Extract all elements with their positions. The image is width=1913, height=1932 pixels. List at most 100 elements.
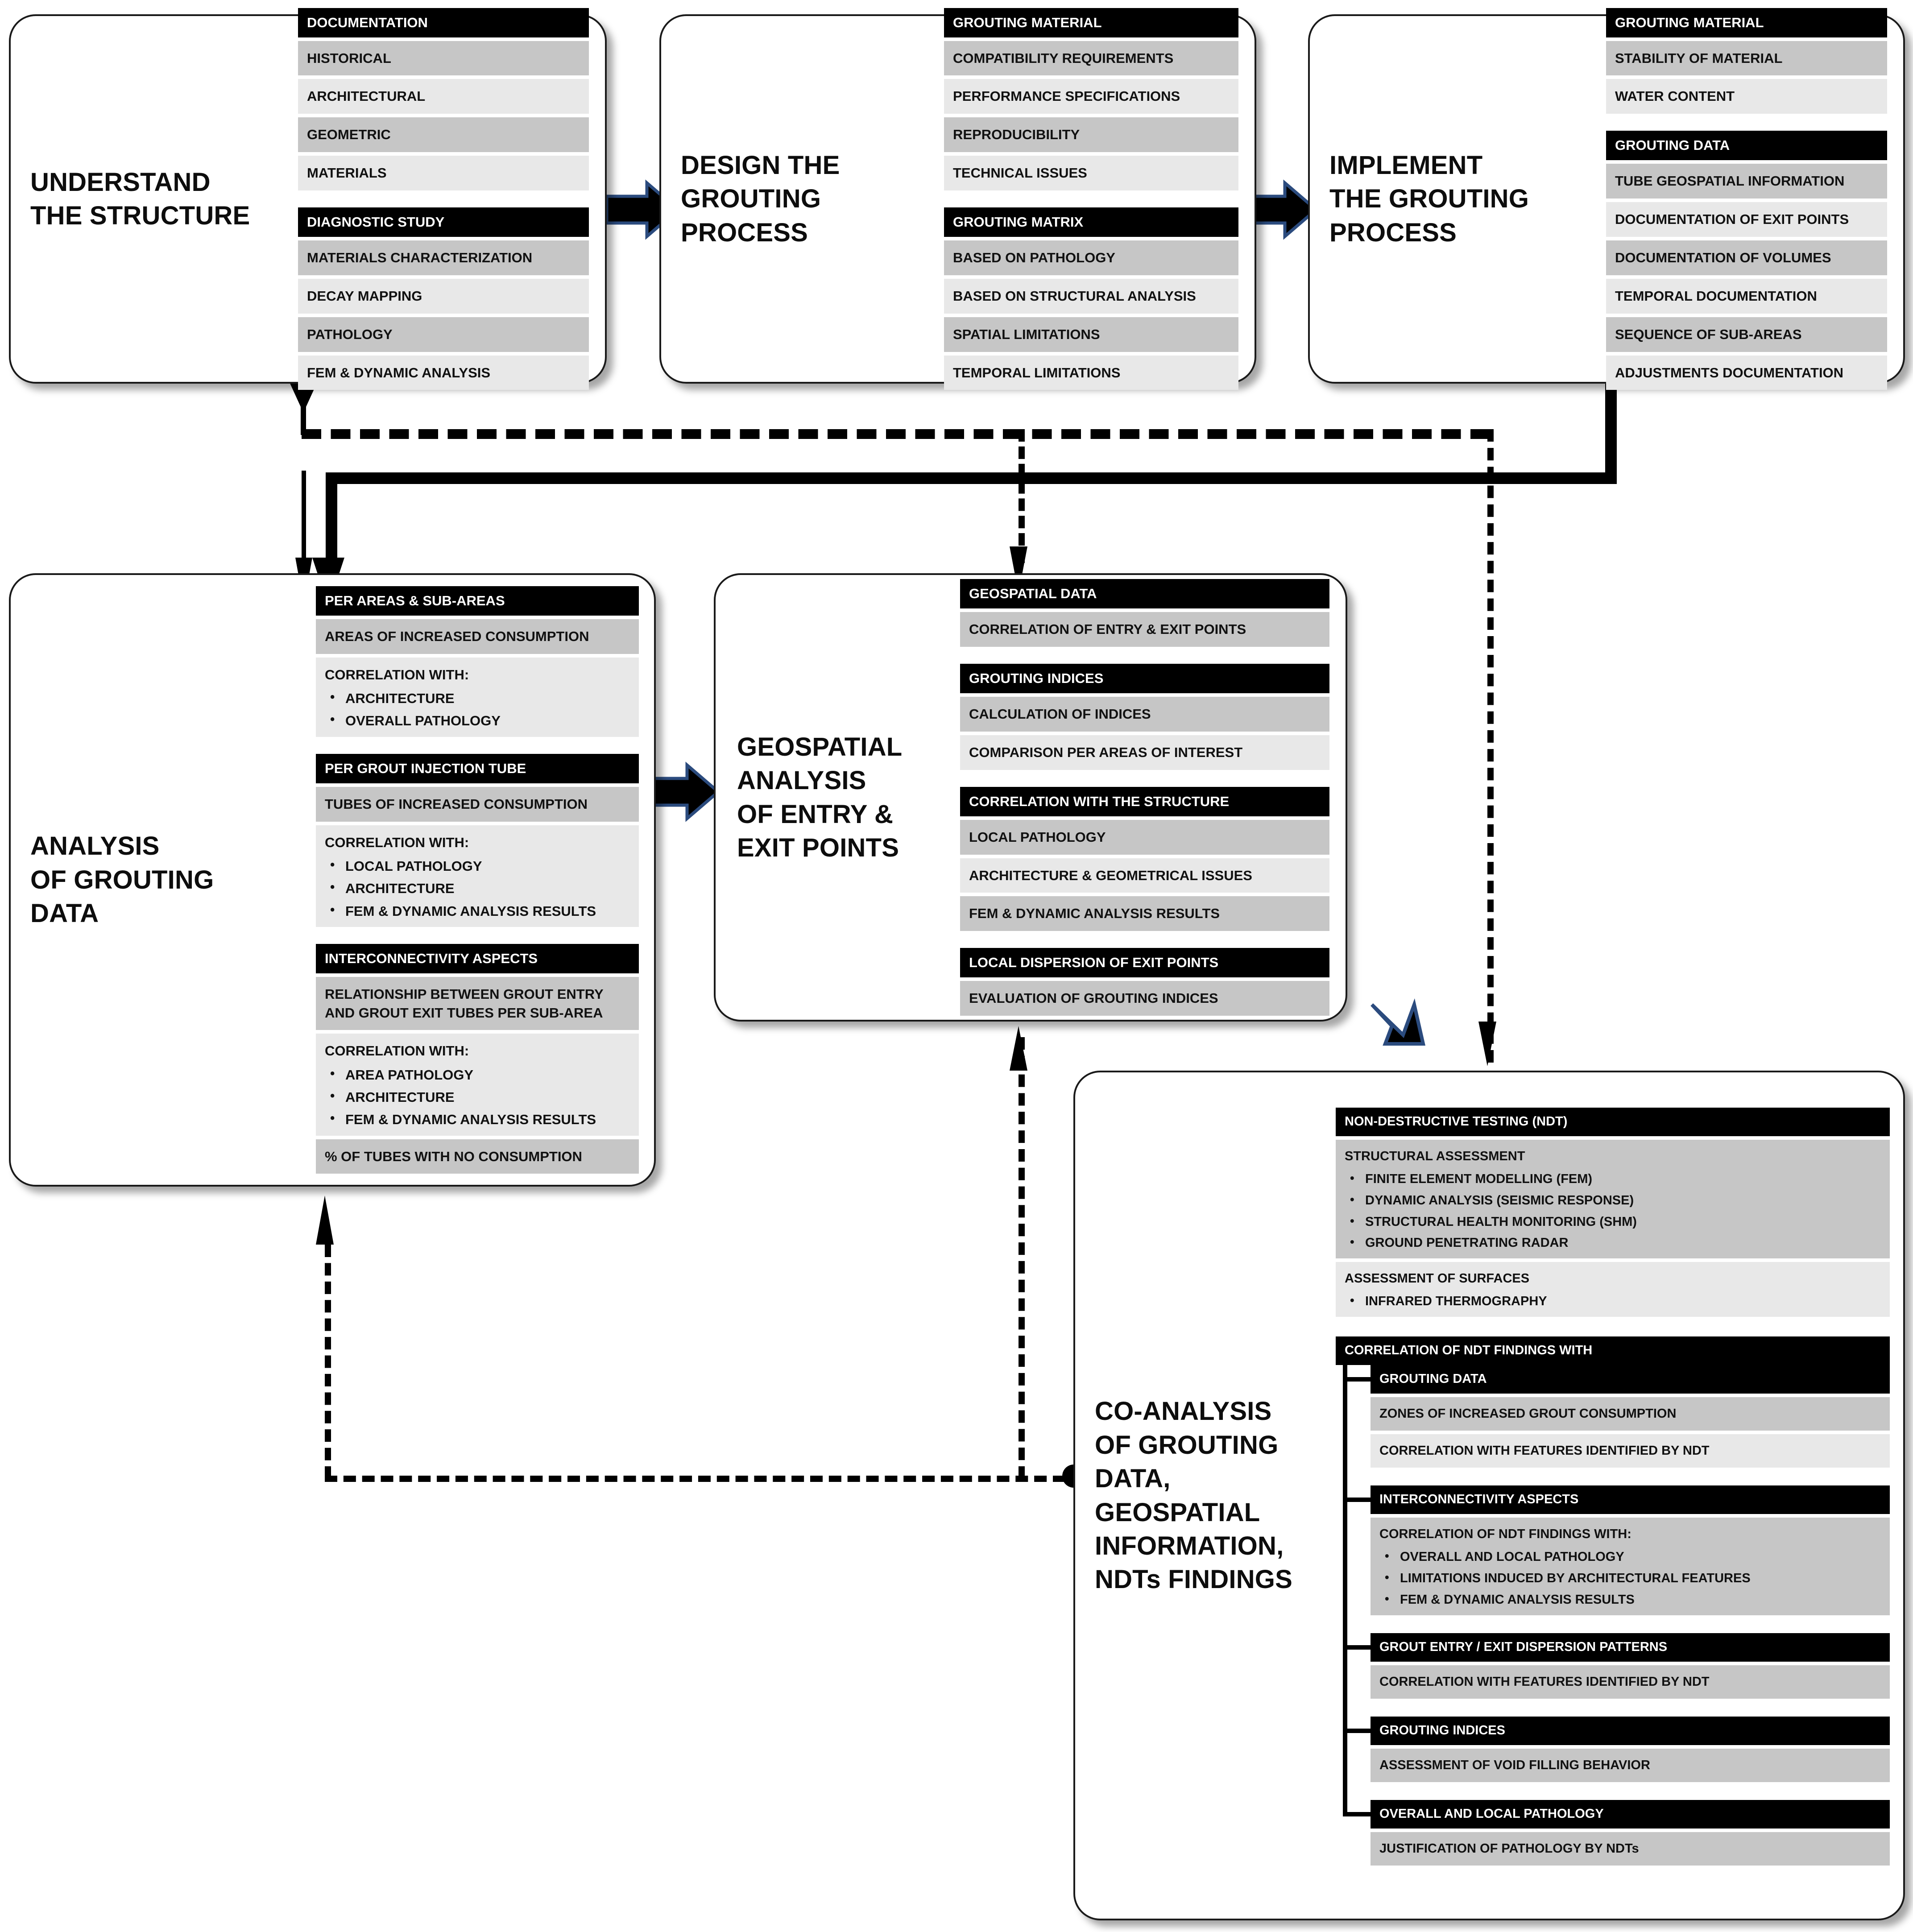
row-performance-specifications: PERFORMANCE SPECIFICATIONS [944,79,1238,114]
row-label: HISTORICAL [307,50,391,66]
row-temporal-limitations: TEMPORAL LIMITATIONS [944,355,1238,390]
row-assessment-of-surfaces: ASSESSMENT OF SURFACESINFRARED THERMOGRA… [1336,1262,1890,1317]
group-header: INTERCONNECTIVITY ASPECTS [316,943,639,973]
tree-branch [1343,1498,1371,1502]
group-header: GROUT ENTRY / EXIT DISPERSION PATTERNS [1371,1633,1890,1662]
row-label: ZONES OF INCREASED GROUT CONSUMPTION [1379,1407,1677,1421]
group-header: INTERCONNECTIVITY ASPECTS [1371,1485,1890,1514]
group-header: CORRELATION WITH THE STRUCTURE [960,786,1329,816]
row-label: REPRODUCIBILITY [953,127,1080,143]
connector-implement-to-analysis [326,472,337,559]
process-box-analysis-of-grouting-data[interactable]: ANALYSIS OF GROUTING DATA PER AREAS & SU… [9,573,656,1187]
bullet-list: OVERALL AND LOCAL PATHOLOGY LIMITATIONS I… [1379,1549,1884,1607]
row-label: ASSESSMENT OF SURFACES [1345,1271,1530,1286]
tree-trunk [1343,1365,1347,1817]
row-tubes-of-increased-consumption: TUBES OF INCREASED CONSUMPTION [316,786,639,822]
bullet-item: OVERALL PATHOLOGY [325,712,633,728]
row-label: LOCAL PATHOLOGY [969,829,1106,845]
group-grout-entry-exit-dispersion-patterns: GROUT ENTRY / EXIT DISPERSION PATTERNS CO… [1371,1633,1890,1699]
row-correlation-with-features-identified-by-ndt: CORRELATION WITH FEATURES IDENTIFIED BY … [1371,1434,1890,1468]
row-label: ARCHITECTURE & GEOMETRICAL ISSUES [969,867,1252,883]
arrow-analysis-to-geospatial [645,761,721,822]
group-header: GROUTING INDICES [960,663,1329,693]
bullet-item: FEM & DYNAMIC ANALYSIS RESULTS [325,1111,633,1127]
row-label: WATER CONTENT [1615,88,1735,104]
bullet-item: LOCAL PATHOLOGY [325,858,633,874]
row-label: CORRELATION OF NDT FINDINGS WITH: [1379,1527,1631,1542]
bullet-item: LIMITATIONS INDUCED BY ARCHITECTURAL FEA… [1379,1571,1884,1586]
group-header: LOCAL DISPERSION OF EXIT POINTS [960,948,1329,978]
row-correlation-of-ndt-findings-with: CORRELATION OF NDT FINDINGS WITH: OVERALL… [1371,1518,1890,1616]
row-label: FEM & DYNAMIC ANALYSIS [307,364,491,381]
row-of-tubes-with-no-consumption: % OF TUBES WITH NO CONSUMPTION [316,1139,639,1174]
bullet-item: FINITE ELEMENT MODELLING (FEM) [1345,1171,1884,1187]
row-label: AREAS OF INCREASED CONSUMPTION [325,628,589,644]
row-architectural: ARCHITECTURAL [298,79,589,114]
box-title: IMPLEMENT THE GROUTING PROCESS [1329,150,1529,247]
bullet-item: AREA PATHOLOGY [325,1067,633,1083]
group-header: GROUTING MATERIAL [944,8,1238,37]
group-interconnectivity-aspects: INTERCONNECTIVITY ASPECTS RELATIONSHIP BE… [316,943,639,1174]
row-label: DOCUMENTATION OF EXIT POINTS [1615,211,1849,228]
process-box-implement-the-grouting-process[interactable]: IMPLEMENT THE GROUTING PROCESS GROUTING … [1308,8,1905,390]
row-structural-assessment: STRUCTURAL ASSESSMENTFINITE ELEMENT MODE… [1336,1139,1890,1259]
bullet-item: DYNAMIC ANALYSIS (SEISMIC RESPONSE) [1345,1193,1884,1208]
row-based-on-pathology: BASED ON PATHOLOGY [944,240,1238,275]
row-label: RELATIONSHIP BETWEEN GROUT ENTRY AND GRO… [325,986,604,1021]
bullet-list: AREA PATHOLOGY ARCHITECTURE FEM & DYNAMIC … [325,1067,633,1127]
row-correlation-with: CORRELATION WITH: AREA PATHOLOGY ARCHITECT… [316,1034,639,1136]
row-label: MATERIALS [307,165,387,181]
row-label: TUBES OF INCREASED CONSUMPTION [325,796,588,812]
bullet-item: STRUCTURAL HEALTH MONITORING (SHM) [1345,1214,1884,1229]
tree-branch [1343,1729,1371,1733]
row-pathology: PATHOLOGY [298,317,589,352]
tree-branch [1343,1812,1371,1817]
connector-dashed-coanalysis-to-geospatial [1019,1037,1025,1479]
row-label: TECHNICAL ISSUES [953,165,1087,181]
bullet-item: OVERALL AND LOCAL PATHOLOGY [1379,1549,1884,1564]
process-box-co-analysis[interactable]: CO-ANALYSIS OF GROUTING DATA, GEOSPATIAL… [1073,1071,1905,1920]
row-label: MATERIALS CHARACTERIZATION [307,250,533,266]
row-label: BASED ON PATHOLOGY [953,250,1115,266]
box-groups: GROUTING MATERIAL STABILITY OF MATERIAL WA… [1606,8,1887,390]
row-correlation-with: CORRELATION WITH:ARCHITECTUREOVERALL PAT… [316,657,639,737]
row-materials: MATERIALS [298,156,589,190]
row-label: CORRELATION WITH: [325,1043,469,1059]
row-technical-issues: TECHNICAL ISSUES [944,156,1238,190]
row-label: JUSTIFICATION OF PATHOLOGY BY NDTs [1379,1841,1639,1856]
correlation-of-ndt-findings-header: CORRELATION OF NDT FINDINGS WITH [1336,1336,1890,1365]
row-label: COMPATIBILITY REQUIREMENTS [953,50,1174,66]
process-box-design-the-grouting-process[interactable]: DESIGN THE GROUTING PROCESS GROUTING MAT… [659,8,1256,390]
bullet-item: ARCHITECTURE [325,1089,633,1105]
group-header: GROUTING MATERIAL [1606,8,1887,37]
connector-dashed-main-horizontal [302,429,1490,439]
row-documentation-of-volumes: DOCUMENTATION OF VOLUMES [1606,240,1887,275]
group-header: NON-DESTRUCTIVE TESTING (NDT) [1336,1107,1890,1136]
group-header: OVERALL AND LOCAL PATHOLOGY [1371,1800,1890,1829]
bullet-item: FEM & DYNAMIC ANALYSIS RESULTS [1379,1592,1884,1607]
row-water-content: WATER CONTENT [1606,79,1887,114]
row-label: DOCUMENTATION OF VOLUMES [1615,250,1831,266]
row-label: CORRELATION WITH FEATURES IDENTIFIED BY … [1379,1675,1710,1689]
tree-branch [1343,1377,1371,1382]
row-label: STABILITY OF MATERIAL [1615,50,1783,66]
row-tube-geospatial-information: TUBE GEOSPATIAL INFORMATION [1606,164,1887,199]
row-zones-of-increased-grout-consumption: ZONES OF INCREASED GROUT CONSUMPTION [1371,1397,1890,1431]
bullet-item: FEM & DYNAMIC ANALYSIS RESULTS [325,903,633,919]
row-label: CORRELATION WITH FEATURES IDENTIFIED BY … [1379,1444,1710,1458]
bullet-list: LOCAL PATHOLOGYARCHITECTUREFEM & DYNAMIC… [325,858,633,919]
row-based-on-structural-analysis: BASED ON STRUCTURAL ANALYSIS [944,278,1238,314]
process-box-geospatial-analysis[interactable]: GEOSPATIAL ANALYSIS OF ENTRY & EXIT POIN… [714,573,1347,1022]
row-justification-of-pathology-by-ndts: JUSTIFICATION OF PATHOLOGY BY NDTs [1371,1832,1890,1866]
group-overall-and-local-pathology: OVERALL AND LOCAL PATHOLOGY JUSTIFICATION… [1371,1800,1890,1866]
group-grouting-material: GROUTING MATERIAL COMPATIBILITY REQUIREME… [944,8,1238,190]
row-label: DECAY MAPPING [307,288,422,304]
row-local-pathology: LOCAL PATHOLOGY [960,819,1329,855]
